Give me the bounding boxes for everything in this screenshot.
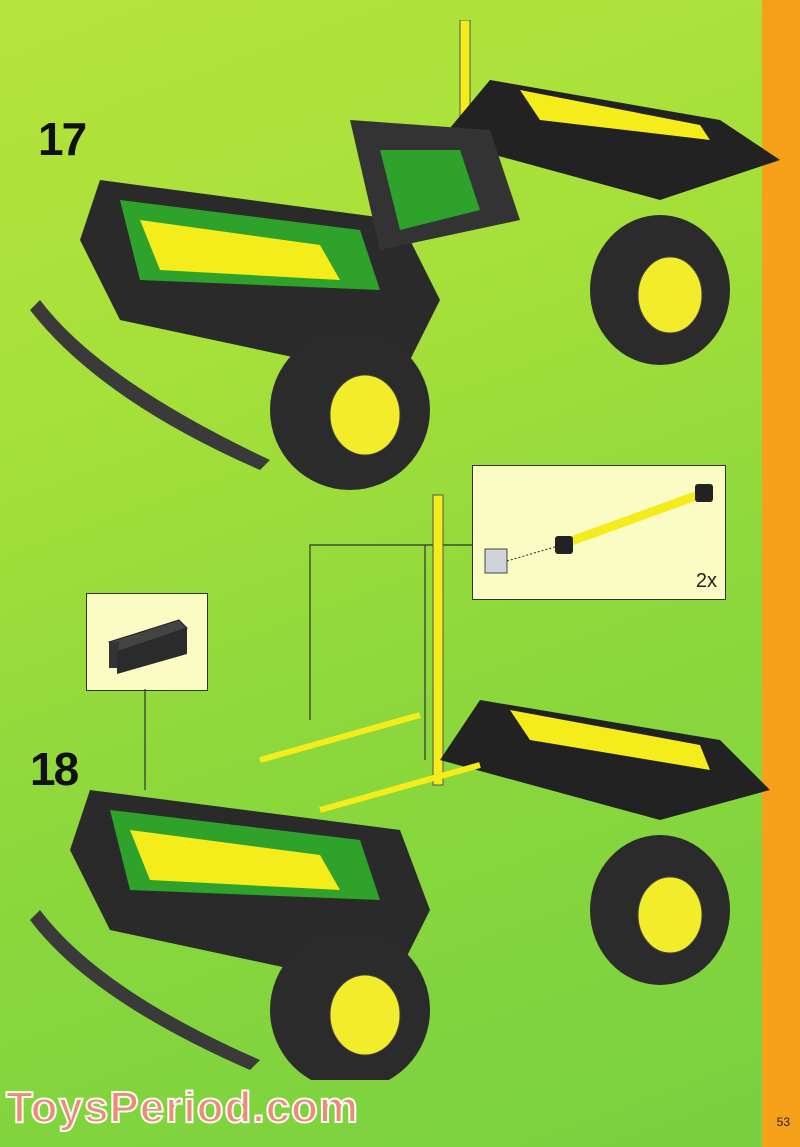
quantity-label: 2x: [695, 570, 717, 592]
groove-brick-icon: [108, 619, 188, 674]
step-17-car-illustration: [30, 20, 780, 490]
hose-part-icon: [484, 484, 713, 574]
page-number: 53: [776, 1115, 790, 1129]
step-18-car-illustration: [30, 700, 770, 1080]
callout-groove-brick: [86, 593, 208, 691]
watermark: ToysPeriod.com: [5, 1082, 360, 1133]
step-number-18: 18: [30, 743, 79, 795]
page-edge-strip: [762, 0, 800, 1147]
step-number-17: 17: [38, 113, 87, 165]
callout-hose-parts: 2x: [472, 465, 726, 600]
